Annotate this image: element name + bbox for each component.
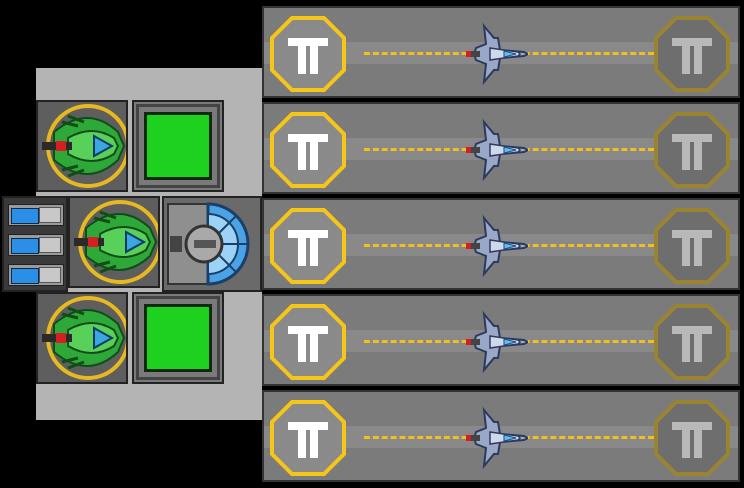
fighter-ship-icon[interactable] <box>464 214 528 278</box>
reactor-module[interactable] <box>162 196 262 292</box>
launch-lane-4[interactable] <box>262 294 740 386</box>
hangar-screen-top[interactable] <box>132 100 224 192</box>
fighter-ship-icon[interactable] <box>464 406 528 470</box>
ammo-cell <box>8 234 64 256</box>
launch-pad-icon[interactable] <box>270 400 346 476</box>
screen-frame <box>136 296 220 380</box>
launch-pad-icon[interactable] <box>270 208 346 284</box>
launch-lane-1[interactable] <box>262 6 740 98</box>
launch-pad-icon[interactable] <box>270 112 346 188</box>
launch-lane-5[interactable] <box>262 390 740 482</box>
ammo-cell <box>8 204 64 226</box>
green-turret-icon <box>74 200 162 284</box>
launch-lane-2[interactable] <box>262 102 740 194</box>
fighter-ship-icon[interactable] <box>464 118 528 182</box>
turret-module-bottom[interactable] <box>36 292 130 384</box>
landing-pad-icon[interactable] <box>654 112 730 188</box>
green-screen-icon <box>144 112 212 180</box>
launch-pad-icon[interactable] <box>270 304 346 380</box>
fighter-ship-icon[interactable] <box>464 22 528 86</box>
screen-frame <box>136 104 220 188</box>
launch-lane-3[interactable] <box>262 198 740 290</box>
landing-pad-icon[interactable] <box>654 16 730 92</box>
hangar-screen-bottom[interactable] <box>132 292 224 384</box>
ammo-rack <box>2 196 68 292</box>
landing-pad-icon[interactable] <box>654 208 730 284</box>
dome-reactor-icon <box>167 202 250 286</box>
fighter-ship-icon[interactable] <box>464 310 528 374</box>
landing-pad-icon[interactable] <box>654 400 730 476</box>
turret-module-top[interactable] <box>36 100 130 192</box>
landing-pad-icon[interactable] <box>654 304 730 380</box>
ammo-cell <box>8 264 64 286</box>
green-turret-icon <box>42 104 130 188</box>
launch-pad-icon[interactable] <box>270 16 346 92</box>
green-turret-icon <box>42 296 130 380</box>
green-screen-icon <box>144 304 212 372</box>
turret-module-middle[interactable] <box>68 196 162 288</box>
